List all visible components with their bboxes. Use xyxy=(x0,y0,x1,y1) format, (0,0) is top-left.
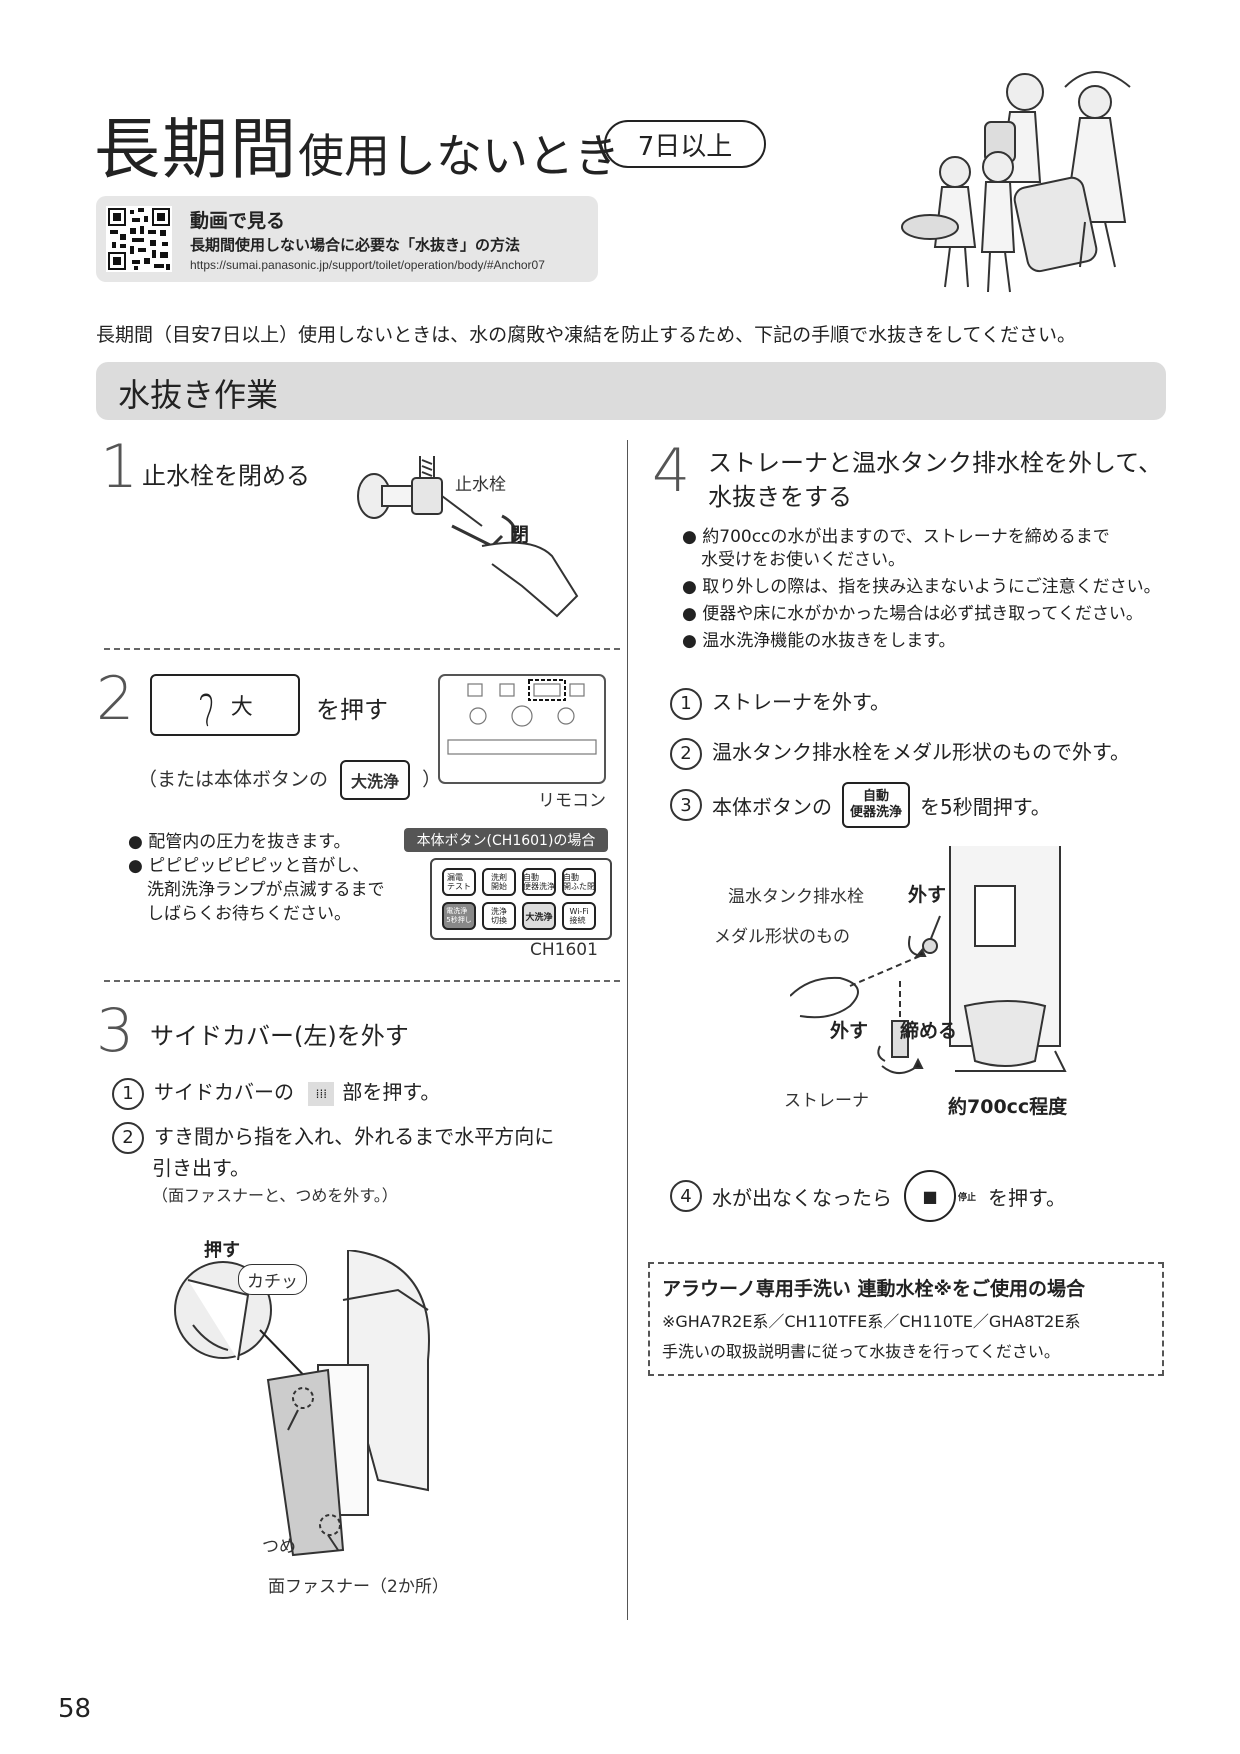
section-header: 水抜き作業 xyxy=(96,362,1166,420)
step2-number: 2 xyxy=(96,664,135,734)
step2-alt: （または本体ボタンの 大洗浄 ） xyxy=(138,760,441,800)
step4-bullets: ● 約700ccの水が出ますので、ストレーナを締めるまで 水受けをお使いください… xyxy=(682,524,1161,655)
alt-pre: （または本体ボタンの xyxy=(138,768,329,791)
title-sub: 使用しないとき xyxy=(298,129,620,183)
step1-number: 1 xyxy=(100,432,139,502)
panel-button[interactable]: 自動 開ふた閉 xyxy=(562,868,596,896)
section-title: 水抜き作業 xyxy=(118,376,279,414)
panel-button[interactable]: 洗浄 切換 xyxy=(482,902,516,930)
panel-model: CH1601 xyxy=(530,940,598,960)
bullet-item: ● 配管内の圧力を抜きます。 xyxy=(128,832,351,852)
close-label: 閉 xyxy=(510,524,530,546)
intro-text: 長期間（目安7日以上）使用しないときは、水の腐敗や凍結を防止するため、下記の手順… xyxy=(96,324,1076,346)
claw-label: つめ xyxy=(262,1537,296,1557)
title-main: 長期間 xyxy=(94,111,298,188)
panel-button[interactable]: 電洗浄 5秒押し xyxy=(442,902,476,930)
column-divider xyxy=(627,440,628,1620)
period-badge: 7日以上 xyxy=(604,120,766,168)
step-divider xyxy=(104,648,620,650)
body-button-panel: 漏電 テスト 洗剤 開始 自動 便器洗浄 自動 開ふた閉 電洗浄 5秒押し 洗浄… xyxy=(430,858,612,940)
amount-label: 約700cc程度 xyxy=(948,1096,1068,1118)
step2-action: を押す xyxy=(316,696,388,724)
valve-illustration xyxy=(357,456,579,618)
bullet-item: 洗剤洗浄ランプが点滅するまで xyxy=(147,880,385,900)
side-cover-illustration xyxy=(174,1250,430,1557)
step4-title: ストレーナと温水タンク排水栓を外して、 水抜きをする xyxy=(708,449,1163,511)
remote-control-illustration xyxy=(438,674,606,784)
tank-drain-label: 温水タンク排水栓 xyxy=(728,887,864,907)
panel-button[interactable]: 大洗浄 xyxy=(522,902,556,930)
remote-label: リモコン xyxy=(538,791,606,811)
medal-label: メダル形状のもの xyxy=(714,927,850,947)
note-line2: 手洗いの取扱説明書に従って水抜きを行ってください。 xyxy=(662,1342,1060,1361)
bullet-item: ● 約700ccの水が出ますので、ストレーナを締めるまで xyxy=(682,527,1110,547)
panel-button[interactable]: 自動 便器洗浄 xyxy=(522,868,556,896)
bullet-item: しばらくお待ちください。 xyxy=(147,904,351,924)
family-travel-illustration xyxy=(901,71,1131,293)
bullet-item: 水受けをお使いください。 xyxy=(701,550,905,570)
step-divider xyxy=(104,980,620,982)
tighten-label: 締める xyxy=(900,1020,958,1042)
step3-sub1-number: 1 xyxy=(112,1077,144,1110)
drain-illustration xyxy=(790,846,1067,1074)
panel-button[interactable]: Wi-Fi 接続 xyxy=(562,902,596,930)
video-title: 動画で見る xyxy=(190,210,286,232)
click-label: カチッ xyxy=(238,1264,307,1295)
bullet-item: ● 温水洗浄機能の水抜きをします。 xyxy=(682,631,956,651)
bullet-item: ● 便器や床に水がかかった場合は必ず拭き取ってください。 xyxy=(682,604,1143,624)
note-box: アラウーノ専用手洗い 連動水栓※をご使用の場合 ※GHA7R2E系／CH110T… xyxy=(648,1262,1164,1376)
video-url-link[interactable]: https://sumai.panasonic.jp/support/toile… xyxy=(190,258,545,272)
panel-button[interactable]: 漏電 テスト xyxy=(442,868,476,896)
remove-label: 外す xyxy=(908,884,947,906)
bullet-item: ● 取り外しの際は、指を挟み込まないようにご注意ください。 xyxy=(682,577,1161,597)
large-flush-button[interactable]: ᭢ 大 xyxy=(150,674,300,736)
remove-strainer-label: 外す xyxy=(830,1020,869,1042)
fastener-label: 面ファスナー（2か所） xyxy=(268,1577,449,1597)
page-number: 58 xyxy=(58,1694,92,1724)
panel-badge: 本体ボタン(CH1601)の場合 xyxy=(404,828,608,852)
step3-title: サイドカバー(左)を外す xyxy=(150,1022,409,1050)
alt-post: ） xyxy=(422,768,442,791)
strainer-label: ストレーナ xyxy=(784,1091,869,1111)
note-title: アラウーノ専用手洗い 連動水栓※をご使用の場合 xyxy=(662,1278,1085,1300)
page-title: 長期間使用しないとき xyxy=(94,96,620,192)
large-flush-label: 大 xyxy=(230,695,253,720)
stop-icon[interactable]: ■ xyxy=(904,1170,956,1222)
push-label: 押す xyxy=(204,1240,240,1261)
step1-title: 止水栓を閉める xyxy=(142,462,310,490)
step2-bullets: ● 配管内の圧力を抜きます。 ● ピピピッピピピッと音がし、 洗剤洗浄ランプが点… xyxy=(128,830,385,926)
auto-flush-button[interactable]: 自動便器洗浄 xyxy=(842,782,910,828)
dots-marker-icon: ⁞⁞⁞ xyxy=(308,1081,335,1106)
panel-button[interactable]: 洗剤 開始 xyxy=(482,868,516,896)
video-subtitle: 長期間使用しない場合に必要な「水抜き」の方法 xyxy=(190,236,521,254)
video-box[interactable]: 動画で見る 長期間使用しない場合に必要な「水抜き」の方法 https://sum… xyxy=(96,196,598,282)
step4-number: 4 xyxy=(652,436,691,506)
note-line1: ※GHA7R2E系／CH110TFE系／CH110TE／GHA8T2E系 xyxy=(662,1312,1081,1331)
qr-code-icon[interactable] xyxy=(106,206,172,272)
swirl-icon: ᭢ xyxy=(197,683,217,718)
step3-sub2-number: 2 xyxy=(112,1122,144,1154)
body-large-flush-button[interactable]: 大洗浄 xyxy=(340,760,411,800)
bullet-item: ● ピピピッピピピッと音がし、 xyxy=(128,856,370,876)
valve-label: 止水栓 xyxy=(455,475,506,495)
step3-number: 3 xyxy=(96,996,135,1066)
stop-button[interactable]: ■ 停止 xyxy=(904,1170,976,1222)
